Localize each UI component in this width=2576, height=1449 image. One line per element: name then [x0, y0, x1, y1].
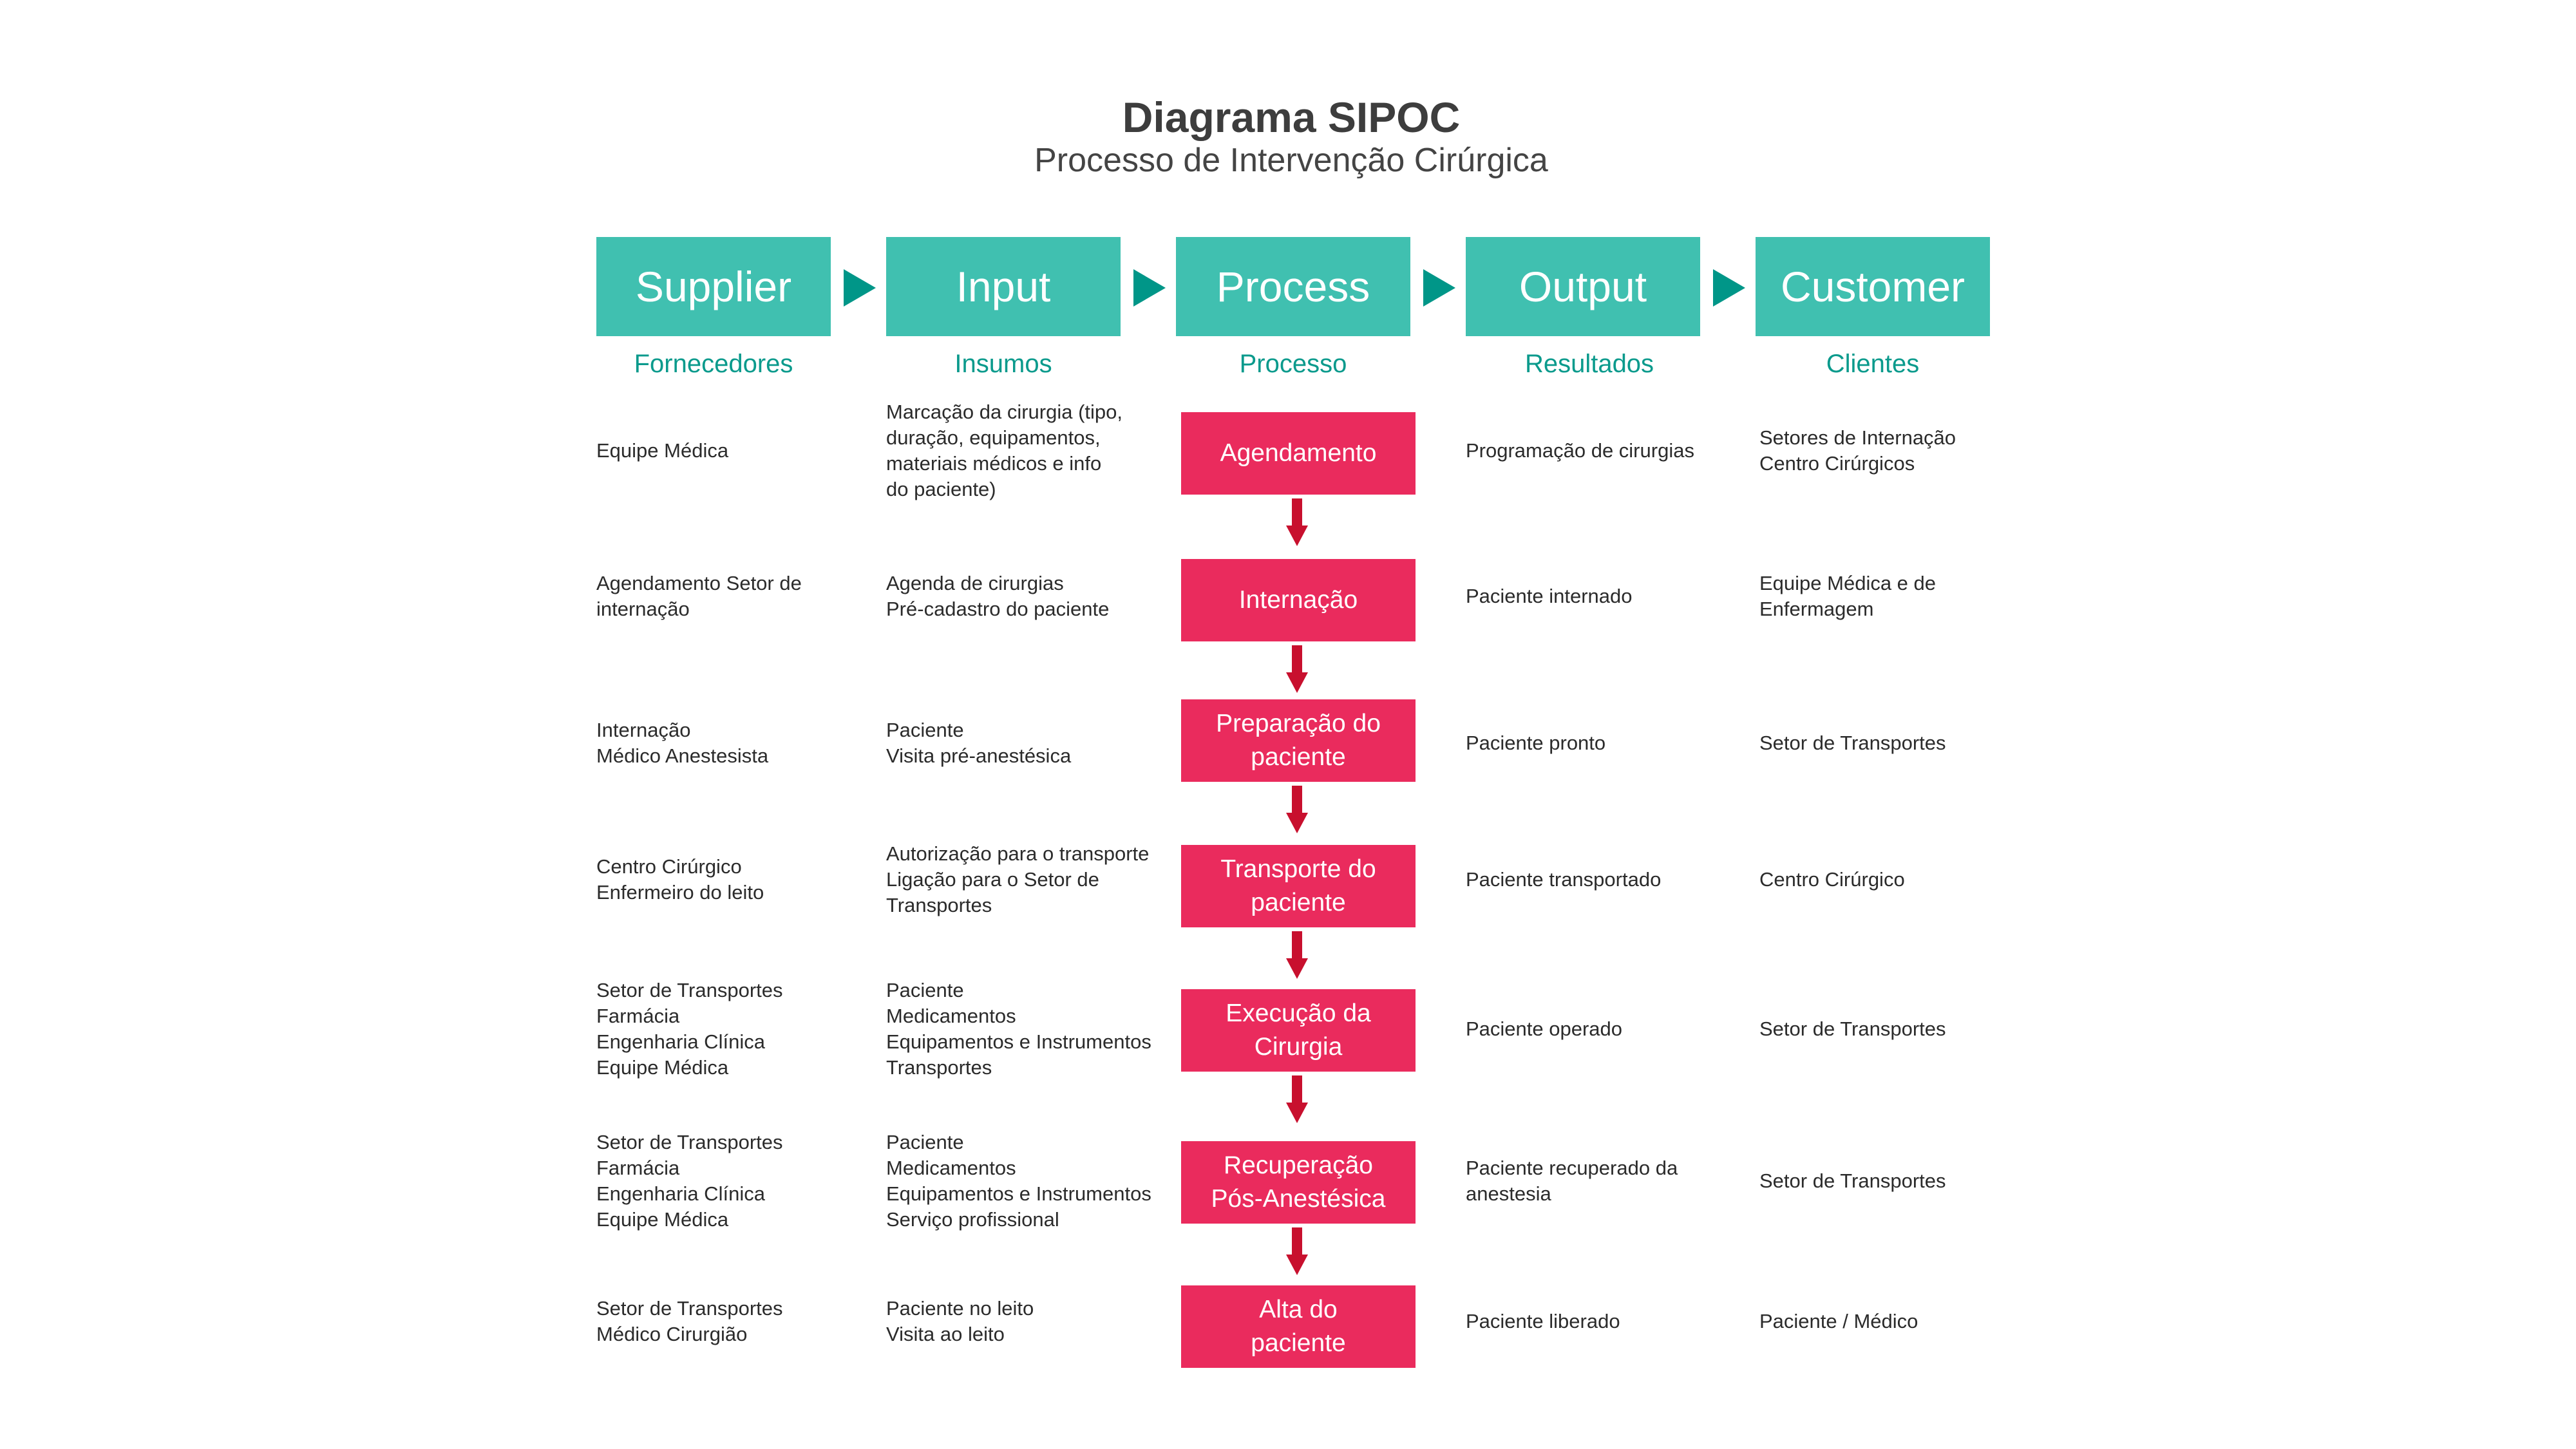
flow-arrow-right-icon [1133, 269, 1166, 307]
input-cell: Paciente Visita pré-anestésica [886, 719, 1072, 767]
output-cell: Paciente operado [1466, 1018, 1623, 1040]
input-cell: Autorização para o transporte Ligação pa… [886, 842, 1150, 916]
supplier-cell: Setor de Transportes Farmácia Engenharia… [596, 979, 783, 1079]
flow-arrow-right-icon [844, 269, 876, 307]
process-step: Transporte do paciente [1181, 845, 1416, 927]
output-cell: Paciente pronto [1466, 732, 1606, 754]
page-title: Diagrama SIPOC [1122, 93, 1461, 141]
supplier-cell: Agendamento Setor de internação [596, 572, 802, 620]
customer-cell: Equipe Médica e de Enfermagem [1759, 572, 1937, 620]
supplier-cell: Setor de Transportes Farmácia Engenharia… [596, 1131, 783, 1231]
input-cell: Paciente Medicamentos Equipamentos e Ins… [886, 1131, 1151, 1231]
flow-arrow-right-icon [1713, 269, 1745, 307]
customer-cell: Paciente / Médico [1759, 1310, 1918, 1332]
supplier-cell: Setor de Transportes Médico Cirurgião [596, 1297, 783, 1345]
process-step: Alta do paciente [1181, 1285, 1416, 1368]
process-step: Internação [1181, 559, 1416, 641]
header-supplier-subtitle: Fornecedores [634, 350, 793, 378]
header-output-subtitle: Resultados [1524, 350, 1654, 378]
flow-arrow-down-icon [1286, 786, 1308, 836]
customer-cell: Setor de Transportes [1759, 732, 1946, 754]
customer-cell: Setores de Internação Centro Cirúrgicos [1759, 426, 1956, 475]
header-input: Input [886, 237, 1121, 336]
customer-cell: Setor de Transportes [1759, 1170, 1946, 1192]
header-input-subtitle: Insumos [954, 350, 1052, 378]
input-cell: Agenda de cirurgias Pré-cadastro do paci… [886, 572, 1110, 620]
supplier-cell: Centro Cirúrgico Enfermeiro do leito [596, 855, 764, 904]
output-cell: Paciente internado [1466, 585, 1633, 607]
header-supplier: Supplier [596, 237, 831, 336]
supplier-cell: Internação Médico Anestesista [596, 719, 769, 767]
supplier-cell: Equipe Médica [596, 439, 729, 462]
header-process-subtitle: Processo [1239, 350, 1347, 378]
output-cell: Programação de cirurgias [1466, 439, 1694, 462]
flow-arrow-down-icon [1286, 498, 1308, 549]
header-customer-subtitle: Clientes [1826, 350, 1920, 378]
process-step: Preparação do paciente [1181, 699, 1416, 782]
input-cell: Paciente Medicamentos Equipamentos e Ins… [886, 979, 1151, 1079]
input-cell: Paciente no leito Visita ao leito [886, 1297, 1034, 1345]
flow-arrow-down-icon [1286, 1075, 1308, 1126]
header-process: Process [1176, 237, 1410, 336]
flow-arrow-down-icon [1286, 645, 1308, 696]
page-subtitle: Processo de Intervenção Cirúrgica [1034, 142, 1548, 179]
process-step: Recuperação Pós-Anestésica [1181, 1141, 1416, 1224]
header-customer: Customer [1756, 237, 1990, 336]
customer-cell: Centro Cirúrgico [1759, 868, 1905, 891]
flow-arrow-down-icon [1286, 931, 1308, 981]
flow-arrow-down-icon [1286, 1227, 1308, 1278]
header-output: Output [1466, 237, 1700, 336]
process-step: Execução da Cirurgia [1181, 989, 1416, 1072]
output-cell: Paciente recuperado da anestesia [1466, 1157, 1678, 1205]
input-cell: Marcação da cirurgia (tipo, duração, equ… [886, 401, 1122, 500]
output-cell: Paciente liberado [1466, 1310, 1620, 1332]
output-cell: Paciente transportado [1466, 868, 1662, 891]
flow-arrow-right-icon [1423, 269, 1455, 307]
customer-cell: Setor de Transportes [1759, 1018, 1946, 1040]
process-step: Agendamento [1181, 412, 1416, 495]
